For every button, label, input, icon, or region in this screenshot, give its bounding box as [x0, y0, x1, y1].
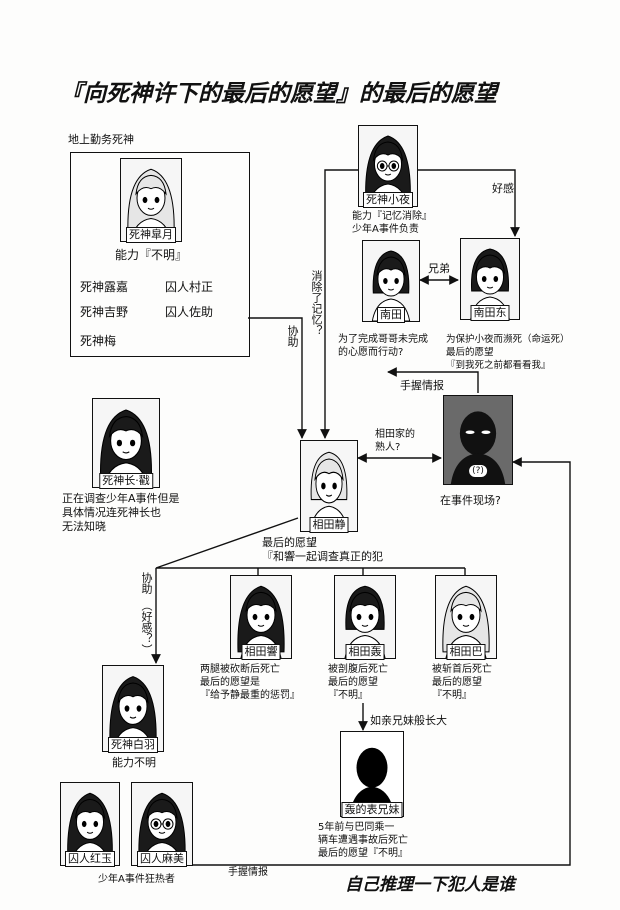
tomoe-note: 最后的愿望 — [432, 677, 482, 688]
portrait-chief: 死神长·戳 — [92, 398, 160, 489]
todoroki-note: 被剖腹后死亡 — [328, 664, 388, 675]
portrait-hibiki: 相田響 — [230, 575, 292, 660]
sayo-note: 少年A事件负责 — [352, 224, 419, 235]
prisoners-note: 少年A事件狂热者 — [98, 874, 175, 885]
hibiki-note: 『给予静最重的惩罚』 — [200, 690, 300, 701]
group-member: 囚人村正 — [165, 280, 214, 294]
portrait-unknown: (?) — [443, 395, 513, 485]
portrait-sayo: 死神小夜 — [358, 125, 418, 208]
chief-note: 具体情况连死神长也 — [62, 506, 161, 519]
name-label: 死神白羽 — [108, 737, 158, 753]
hibiki-note: 两腿被砍断后死亡 — [200, 664, 280, 675]
group-label: 地上勤务死神 — [68, 133, 134, 146]
name-label: 囚人红玉 — [65, 851, 115, 867]
tomoe-note: 被斩首后死亡 — [432, 664, 492, 675]
name-label: 南田 — [377, 307, 405, 323]
group-member: 囚人佐助 — [165, 305, 214, 319]
name-label: 相田轰 — [345, 644, 385, 660]
higashi-note: 『到我死之前都看看我』 — [446, 360, 551, 371]
portrait-satsuki: 死神皐月 — [120, 158, 182, 243]
relation-acquaintance: 相田家的 — [375, 429, 415, 440]
portrait-kogyoku: 囚人红玉 — [60, 782, 120, 867]
todoroki-note: 『不明』 — [328, 690, 368, 701]
name-label: 死神小夜 — [363, 192, 413, 208]
unknown-note: 在事件现场? — [440, 494, 501, 507]
cousin-note: 辆车遭遇事故后死亡 — [318, 835, 408, 846]
shizuka-note: 『和響一起调查真正的犯 — [262, 550, 383, 563]
tomoe-note: 『不明』 — [432, 690, 472, 701]
shizuka-note: 最后的愿望 — [262, 536, 317, 549]
relation-affection-left: （好感？） — [140, 600, 153, 655]
chief-note: 无法知晓 — [62, 520, 106, 533]
satsuki-ability: 能力『不明』 — [115, 248, 188, 262]
minamida-note: 为了完成哥哥未完成 — [338, 334, 428, 345]
portrait-minamida-higashi: 南田东 — [460, 238, 520, 321]
name-label: 南田东 — [470, 305, 510, 321]
portrait-tomoe: 相田巴 — [435, 575, 497, 660]
reaper-group-box — [70, 152, 250, 357]
affection-connector — [416, 169, 520, 237]
portrait-todoroki: 相田轰 — [334, 575, 396, 660]
relation-assist: 协助 — [286, 325, 299, 347]
shiraha-note: 能力不明 — [112, 756, 156, 769]
portrait-image — [301, 441, 357, 531]
name-label: 死神皐月 — [126, 227, 176, 243]
portrait-image — [93, 399, 159, 487]
relation-brothers: 兄弟 — [428, 262, 450, 275]
hibiki-note: 最后的愿望是 — [200, 677, 260, 688]
portrait-minamida: 南田 — [362, 240, 420, 323]
name-label: (?) — [468, 464, 488, 478]
relation-memory-erased: 消除了记忆？ — [310, 270, 323, 336]
name-label: 囚人麻美 — [137, 851, 187, 867]
group-member: 死神梅 — [80, 334, 117, 348]
name-label: 轰的表兄妹 — [341, 802, 403, 818]
page-footer: 自己推理一下犯人是谁 — [345, 875, 515, 895]
sayo-note: 能力『记忆消除』 — [352, 211, 432, 222]
portrait-image — [103, 666, 163, 751]
name-label: 相田巴 — [446, 644, 486, 660]
page-title: 『向死神许下的最后的愿望』的最后的愿望 — [60, 81, 497, 107]
name-label: 死神长·戳 — [99, 473, 153, 489]
cousin-note: 5年前与巴同乘一 — [318, 822, 395, 833]
minamida-note: 的心愿而行动? — [338, 347, 404, 358]
portrait-shiraha: 死神白羽 — [102, 665, 164, 753]
chief-note: 正在调查少年A事件但是 — [62, 492, 180, 505]
relation-assist-left: 协助 — [140, 572, 153, 594]
relation-acquaintance: 熟人? — [375, 442, 401, 453]
relation-info-top: 手握情报 — [400, 379, 444, 392]
portrait-cousin: 轰的表兄妹 — [340, 731, 404, 818]
portrait-asami: 囚人麻美 — [131, 782, 193, 867]
group-member: 死神露嘉 — [80, 280, 129, 294]
higashi-note: 最后的愿望 — [446, 347, 494, 358]
cousin-note: 最后的愿望『不明』 — [318, 848, 408, 859]
name-label: 相田響 — [241, 644, 281, 660]
portrait-shizuka: 相田静 — [300, 440, 358, 533]
relation-raised-like-siblings: 如亲兄妹般长大 — [370, 714, 447, 727]
relation-info-bottom: 手握情报 — [228, 867, 268, 878]
relation-affection: 好感 — [492, 182, 514, 195]
higashi-note: 为保护小夜而濒死（命运死） — [446, 334, 570, 345]
group-member: 死神吉野 — [80, 305, 129, 319]
todoroki-note: 最后的愿望 — [328, 677, 378, 688]
name-label: 相田静 — [309, 517, 349, 533]
